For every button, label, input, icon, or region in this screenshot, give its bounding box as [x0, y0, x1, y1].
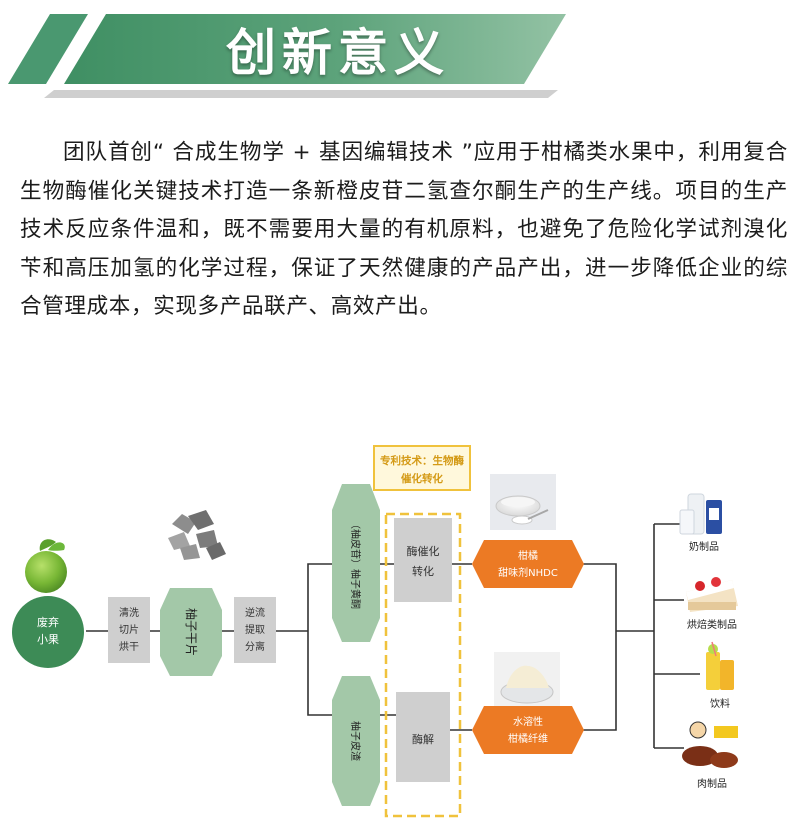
dried-flakes-icon — [168, 510, 226, 560]
nhdc-product-hexagon — [472, 540, 584, 588]
drinks-icon — [706, 642, 734, 690]
residue-label: 柚子皮渣 — [349, 721, 362, 761]
fiber-line2: 柑橘纤维 — [508, 732, 548, 745]
extract-line2: 提取 — [245, 624, 265, 636]
extract-line1: 逆流 — [245, 606, 265, 619]
header-banner: 创新意义 — [0, 0, 807, 110]
fiber-line1: 水溶性 — [513, 715, 543, 728]
page-title: 创新意义 — [168, 14, 508, 84]
enzyme-convert-box — [394, 518, 452, 602]
powder-bowl-spoon-icon — [490, 474, 556, 530]
wash-line3: 烘干 — [119, 641, 139, 653]
wash-line1: 清洗 — [119, 606, 139, 619]
app-dairy-label: 奶制品 — [689, 540, 719, 553]
cake-icon — [686, 577, 738, 612]
dairy-icon — [680, 494, 722, 534]
source-circle — [12, 596, 84, 668]
app-meat-label: 肉制品 — [697, 777, 727, 790]
patent-label-line2: 催化转化 — [401, 472, 443, 485]
enzyme-convert-line2: 转化 — [412, 564, 434, 578]
intro-paragraph: 团队首创“ 合成生物学 + 基因编辑技术 ”应用于柑橘类水果中，利用复合生物酶催… — [20, 134, 788, 327]
patent-label-line1: 专利技术：生物酶 — [380, 454, 464, 467]
process-flow-diagram: 专利技术：生物酶 催化转化 废弃 小果 清洗 切片 烘干 柚子干片 逆流 — [0, 430, 807, 821]
banner-shadow-bar — [44, 90, 558, 98]
nhdc-line2: 甜味剂NHDC — [498, 566, 558, 579]
fiber-product-hexagon — [472, 706, 584, 754]
fiber-powder-bowl-icon — [494, 652, 560, 710]
wash-line2: 切片 — [119, 623, 139, 636]
pomelo-icon — [25, 539, 67, 593]
source-label-line1: 废弃 — [37, 615, 59, 629]
enzyme-convert-line1: 酶催化 — [407, 544, 440, 558]
app-bakery-label: 烘焙类制品 — [687, 618, 737, 631]
extract-line3: 分离 — [245, 640, 265, 653]
meat-icon — [682, 722, 738, 768]
enzymolysis-label: 酶解 — [412, 732, 434, 746]
nhdc-line1: 柑橘 — [518, 549, 538, 562]
dried-slice-label: 柚子干片 — [184, 608, 199, 656]
app-drinks-label: 饮料 — [710, 697, 730, 710]
source-label-line2: 小果 — [37, 633, 59, 646]
glycoside-label: （柚皮苷）柚子黄酮 — [349, 519, 362, 609]
flow-svg: 专利技术：生物酶 催化转化 废弃 小果 清洗 切片 烘干 柚子干片 逆流 — [0, 430, 807, 821]
